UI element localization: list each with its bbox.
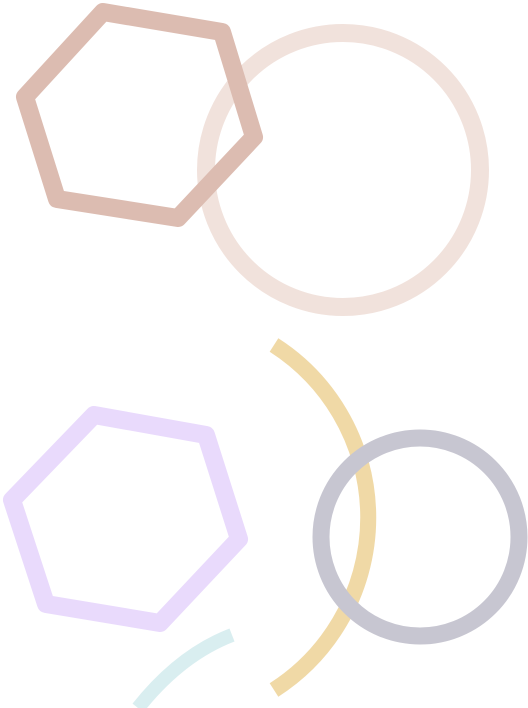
hexagon-shape-purple xyxy=(3,406,248,632)
arc-shape-teal xyxy=(132,628,235,708)
circle-shape-gray xyxy=(312,429,528,645)
circle-shape-top xyxy=(197,24,489,316)
hexagon-shape-top xyxy=(16,3,263,227)
arc-shape-yellow xyxy=(269,338,377,697)
